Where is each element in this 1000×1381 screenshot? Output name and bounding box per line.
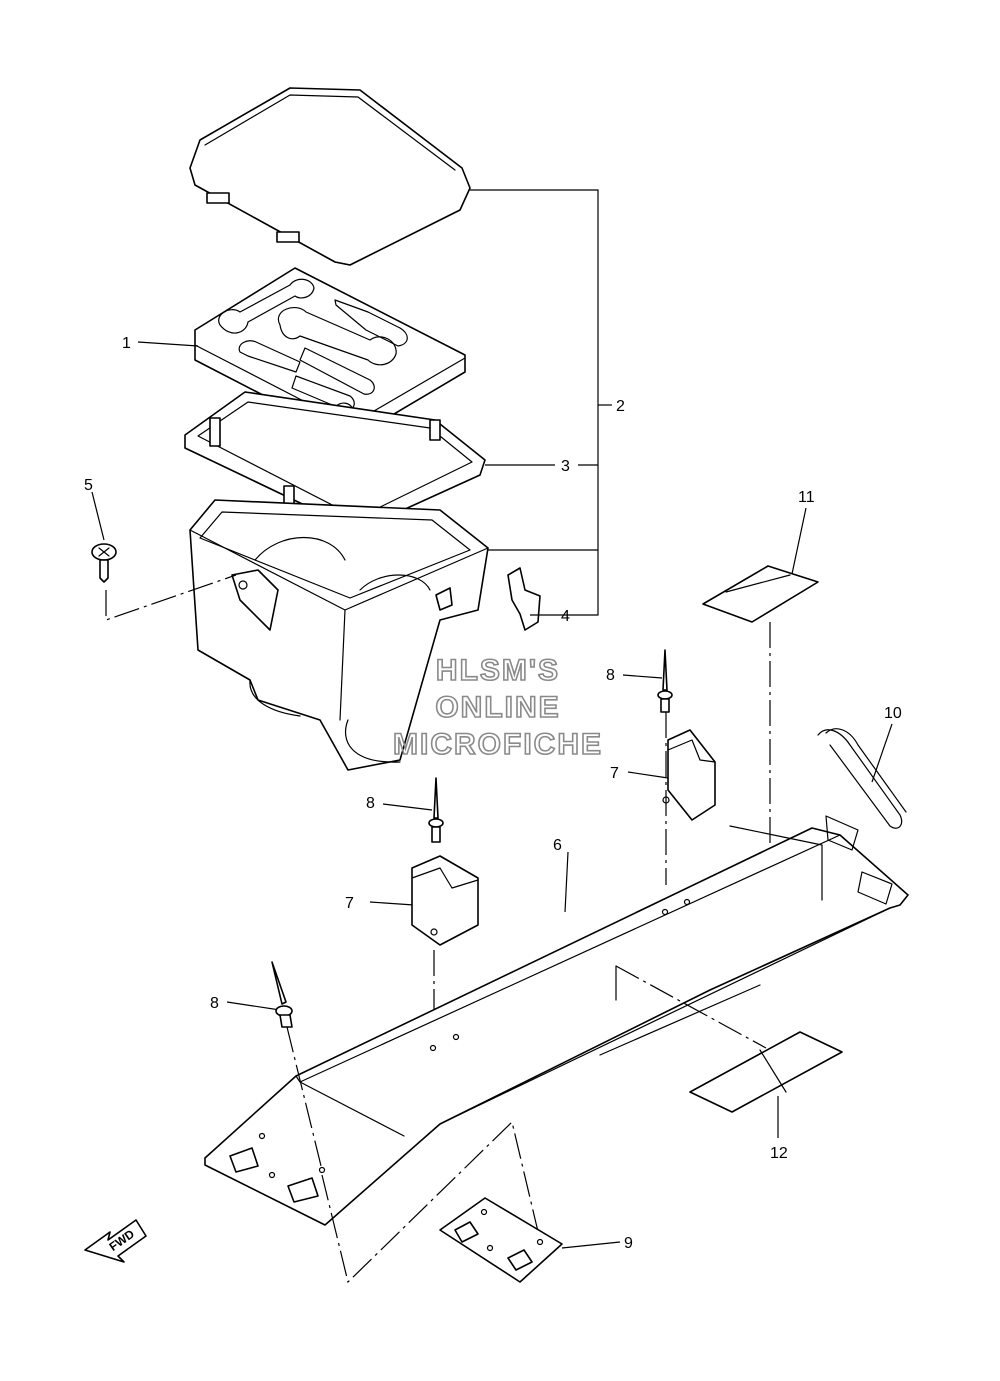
callout-1: 1 bbox=[122, 335, 131, 352]
plate-9 bbox=[439, 1197, 563, 1283]
wire-clip-10 bbox=[817, 728, 907, 829]
bracket-7-lower bbox=[411, 855, 479, 946]
callout-9: 9 bbox=[624, 1235, 633, 1252]
rivet-8-upper bbox=[657, 649, 673, 885]
callout-8-upper: 8 bbox=[606, 667, 615, 684]
bracket-7-upper bbox=[662, 729, 716, 821]
watermark: HLSM'S ONLINE MICROFICHE bbox=[392, 653, 603, 762]
storage-box-lid bbox=[189, 87, 471, 266]
base-plate-6 bbox=[204, 815, 909, 1226]
gasket-frame bbox=[184, 391, 486, 526]
callout-5: 5 bbox=[84, 477, 93, 494]
callout-12: 12 bbox=[770, 1145, 788, 1162]
callout-8-middle: 8 bbox=[366, 795, 375, 812]
label-sticker-12 bbox=[689, 1031, 843, 1113]
leader-lines bbox=[91, 189, 893, 1249]
rivet-8-lower bbox=[271, 961, 541, 1284]
watermark-line-1: HLSM'S bbox=[436, 654, 560, 687]
callout-7-lower: 7 bbox=[345, 895, 354, 912]
callout-2: 2 bbox=[616, 398, 625, 415]
clip-part bbox=[507, 567, 541, 631]
watermark-line-2: ONLINE bbox=[435, 691, 560, 724]
callout-labels: 1 2 3 4 5 6 7 7 8 8 8 9 10 11 12 bbox=[84, 335, 902, 1252]
label-sticker-11 bbox=[702, 565, 819, 845]
callout-6: 6 bbox=[553, 837, 562, 854]
callout-3: 3 bbox=[561, 458, 570, 475]
storage-box-body bbox=[189, 499, 489, 771]
watermark-line-3: MICROFICHE bbox=[393, 728, 603, 761]
forward-direction-arrow: FWD bbox=[84, 1219, 147, 1263]
callout-10: 10 bbox=[884, 705, 902, 722]
callout-11: 11 bbox=[798, 489, 815, 506]
callout-8-lower: 8 bbox=[210, 995, 219, 1012]
callout-7-upper: 7 bbox=[610, 765, 619, 782]
screw-part bbox=[91, 543, 117, 583]
callout-4: 4 bbox=[561, 608, 570, 625]
